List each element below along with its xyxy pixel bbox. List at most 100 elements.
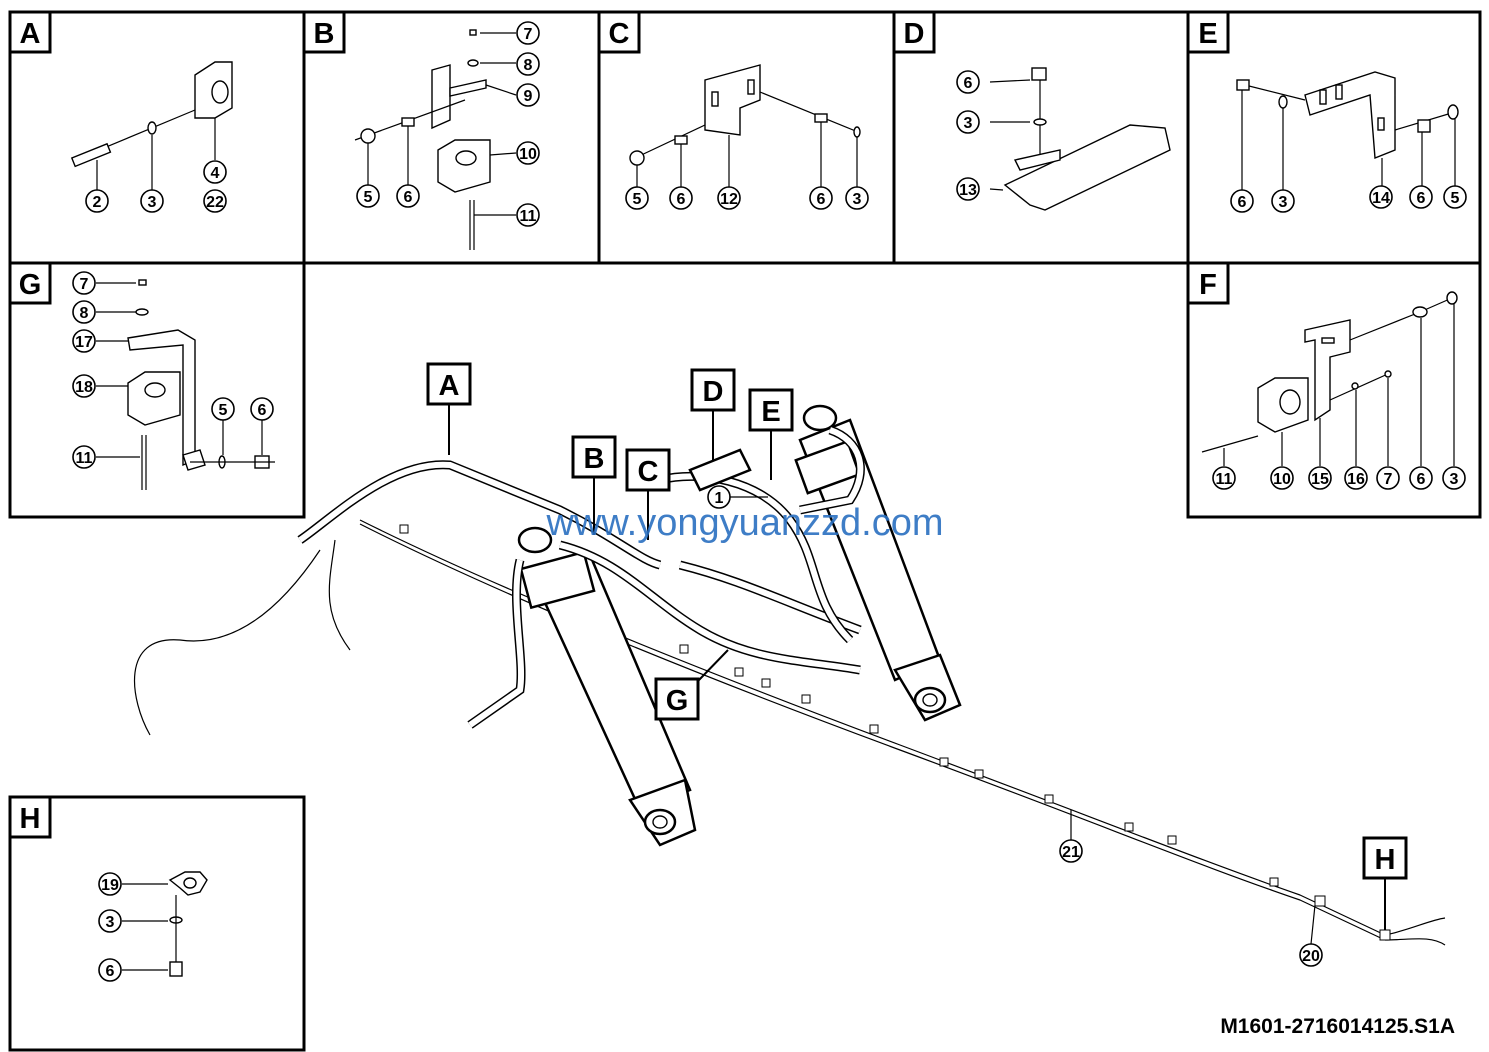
svg-text:F: F — [1199, 269, 1217, 301]
callout-A-4: 4 — [203, 160, 227, 184]
svg-text:1: 1 — [715, 490, 724, 507]
callout-B-7: 7 — [516, 21, 540, 45]
callout-G-7: 7 — [72, 271, 96, 295]
svg-text:6: 6 — [258, 402, 267, 419]
flag-E: E — [748, 388, 794, 480]
panel-label-H: H — [8, 795, 52, 839]
svg-text:5: 5 — [364, 189, 373, 206]
drawing-number: M1601-2716014125.S1A — [1220, 1015, 1455, 1038]
panel-E-drawing — [1236, 71, 1459, 190]
panel-D-drawing — [989, 67, 1171, 211]
panel-label-G: G — [8, 261, 52, 305]
callout-C-3: 3 — [845, 186, 869, 210]
callout-H-6: 6 — [98, 958, 122, 982]
callout-G-17: 17 — [72, 329, 96, 353]
svg-text:A: A — [20, 18, 41, 50]
callout-A-3: 3 — [140, 189, 164, 213]
svg-text:16: 16 — [1347, 471, 1365, 488]
svg-text:E: E — [761, 396, 780, 428]
flag-D: D — [690, 368, 736, 460]
svg-text:C: C — [609, 18, 630, 50]
svg-text:3: 3 — [964, 115, 973, 132]
svg-text:G: G — [19, 269, 42, 301]
callout-main-20: 20 — [1299, 904, 1323, 967]
svg-text:6: 6 — [404, 189, 413, 206]
svg-text:4: 4 — [211, 165, 220, 182]
svg-text:D: D — [904, 18, 925, 50]
svg-text:10: 10 — [519, 146, 537, 163]
callout-F-10: 10 — [1270, 466, 1294, 490]
svg-text:B: B — [314, 18, 335, 50]
flag-G: G — [654, 649, 729, 721]
callout-H-3: 3 — [98, 909, 122, 933]
flag-B: B — [571, 435, 617, 535]
callout-E-6a: 6 — [1230, 189, 1254, 213]
svg-text:11: 11 — [76, 450, 93, 467]
panel-label-E: E — [1186, 10, 1230, 54]
svg-text:6: 6 — [964, 75, 973, 92]
svg-text:3: 3 — [1450, 471, 1459, 488]
svg-text:2: 2 — [93, 194, 102, 211]
svg-text:H: H — [1375, 844, 1396, 876]
panel-label-F: F — [1186, 261, 1230, 305]
panel-H-drawing — [122, 871, 208, 977]
callout-E-3: 3 — [1271, 189, 1295, 213]
flag-A: A — [426, 362, 472, 455]
svg-text:5: 5 — [219, 402, 228, 419]
panel-label-D: D — [892, 10, 936, 54]
callout-F-16: 16 — [1344, 466, 1368, 490]
panel-label-B: B — [302, 10, 346, 54]
callout-D-13: 13 — [956, 177, 980, 201]
callout-F-7: 7 — [1376, 466, 1400, 490]
svg-text:H: H — [20, 803, 41, 835]
svg-text:G: G — [666, 685, 689, 717]
panel-A-drawing — [70, 61, 233, 190]
callout-main-21: 21 — [1059, 810, 1083, 863]
svg-text:5: 5 — [1451, 190, 1460, 207]
callout-B-8: 8 — [516, 52, 540, 76]
callout-G-18: 18 — [72, 374, 96, 398]
svg-text:6: 6 — [106, 963, 115, 980]
svg-text:7: 7 — [524, 26, 533, 43]
svg-text:5: 5 — [633, 191, 642, 208]
svg-text:6: 6 — [1417, 190, 1426, 207]
svg-text:3: 3 — [1279, 194, 1288, 211]
flag-H: H — [1362, 836, 1408, 930]
svg-text:E: E — [1198, 18, 1217, 50]
svg-text:21: 21 — [1062, 844, 1080, 861]
callout-F-6: 6 — [1409, 466, 1433, 490]
callout-B-6: 6 — [396, 184, 420, 208]
callout-G-6: 6 — [250, 397, 274, 421]
callout-G-11: 11 — [72, 445, 96, 469]
callout-C-5: 5 — [625, 186, 649, 210]
callout-B-9: 9 — [516, 83, 540, 107]
svg-text:6: 6 — [677, 191, 686, 208]
panel-F-drawing — [1201, 291, 1458, 466]
svg-text:3: 3 — [148, 194, 157, 211]
callout-F-3: 3 — [1442, 466, 1466, 490]
svg-text:C: C — [638, 456, 659, 488]
callout-F-11: 11 — [1212, 466, 1236, 490]
callout-E-6b: 6 — [1409, 185, 1433, 209]
svg-text:9: 9 — [524, 88, 533, 105]
callout-B-10: 10 — [516, 141, 540, 165]
callout-F-15: 15 — [1308, 466, 1332, 490]
callout-E-14: 14 — [1369, 185, 1393, 209]
svg-text:18: 18 — [75, 379, 93, 396]
callout-C-6b: 6 — [809, 186, 833, 210]
svg-text:3: 3 — [106, 914, 115, 931]
svg-text:7: 7 — [80, 276, 89, 293]
callout-A-2: 2 — [85, 189, 109, 213]
callout-B-5: 5 — [356, 184, 380, 208]
svg-text:10: 10 — [1273, 471, 1291, 488]
svg-text:12: 12 — [720, 191, 738, 208]
panel-label-A: A — [8, 10, 52, 54]
callout-A-22: 22 — [203, 189, 227, 213]
svg-text:22: 22 — [206, 194, 224, 211]
panel-G-drawing — [96, 279, 275, 490]
svg-text:19: 19 — [101, 877, 119, 894]
callout-C-6a: 6 — [669, 186, 693, 210]
panel-B-drawing — [354, 29, 517, 250]
svg-text:17: 17 — [75, 334, 93, 351]
